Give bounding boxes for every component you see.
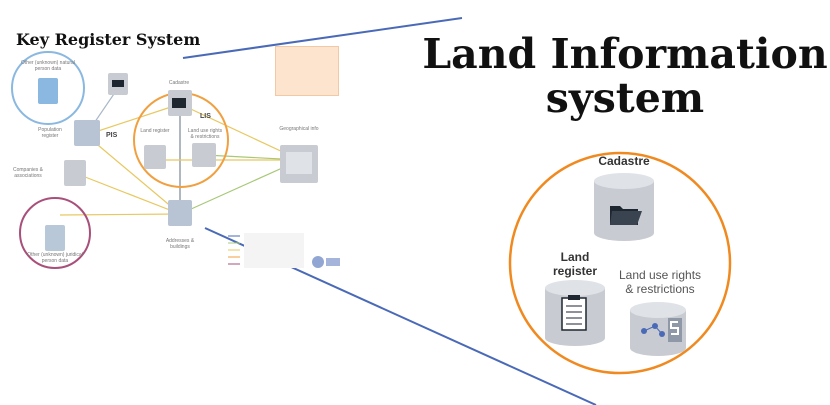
addresses-label: Addresses & buildings bbox=[165, 238, 195, 250]
juridical-person-circle bbox=[19, 197, 91, 269]
land-register-label-line1: Land bbox=[560, 250, 590, 264]
land-use-label-line1: Land use rights bbox=[618, 268, 702, 282]
natural-person-label: Other (unknown) natural person data bbox=[21, 60, 75, 72]
companies-icon bbox=[64, 160, 86, 186]
land-information-title-line1: Land Information bbox=[422, 30, 828, 78]
land-register-label-line2: register bbox=[552, 264, 598, 278]
addresses-icon bbox=[168, 200, 192, 226]
cadastre-database-icon bbox=[594, 173, 654, 241]
population-icon bbox=[74, 120, 100, 146]
land-use-database-icon bbox=[630, 302, 686, 356]
lis-label: LIS bbox=[200, 113, 211, 120]
land-register-database-icon bbox=[545, 280, 605, 346]
logo-mark bbox=[312, 256, 324, 268]
mini-land-use-label: Land use rights & restrictions bbox=[187, 128, 223, 140]
population-register-label: Population register bbox=[38, 127, 62, 139]
land-information-title-line2: system bbox=[545, 74, 705, 122]
natural-person-circle bbox=[11, 51, 85, 125]
mini-land-register-label: Land register bbox=[140, 128, 170, 134]
land-register-label: Land register bbox=[535, 250, 615, 278]
land-use-mini-icon bbox=[192, 143, 216, 167]
juridical-person-label: Other (unknown) juridical person data bbox=[27, 252, 83, 264]
mini-cadastre-label: Cadastre bbox=[168, 80, 190, 86]
sticky-note bbox=[275, 46, 339, 96]
land-register-mini-icon bbox=[144, 145, 166, 169]
cadastre-label: Cadastre bbox=[598, 154, 650, 168]
key-register-title: Key Register System bbox=[16, 30, 201, 49]
land-use-label-line2: & restrictions bbox=[625, 282, 695, 296]
person-icon-bottom bbox=[45, 225, 65, 251]
companies-label: Companies & associations bbox=[12, 167, 43, 179]
mini-legend bbox=[228, 233, 340, 268]
person-icon-top bbox=[38, 78, 58, 104]
mini-connections bbox=[59, 87, 301, 216]
zoom-line-top bbox=[182, 17, 463, 59]
land-information-title: Land Information system bbox=[405, 32, 830, 120]
geographical-label: Geographical info bbox=[279, 126, 319, 132]
pis-label: PIS bbox=[106, 132, 118, 139]
land-use-label: Land use rights & restrictions bbox=[610, 268, 710, 296]
